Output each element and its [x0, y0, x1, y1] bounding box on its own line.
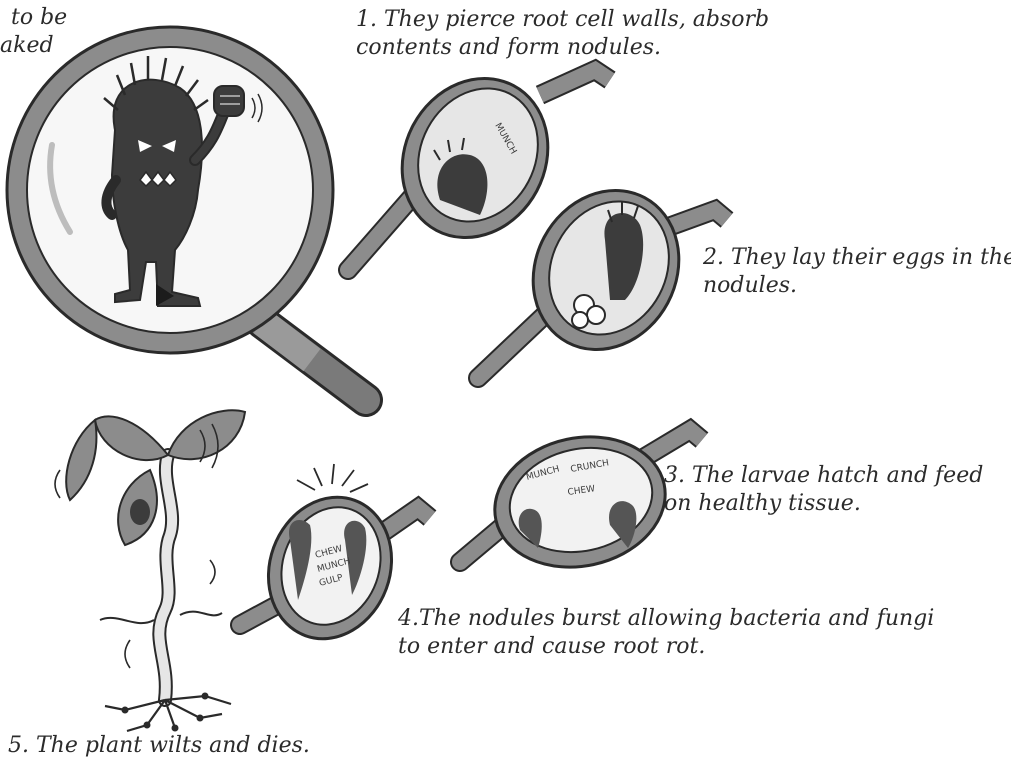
- root-nodule-step-4-icon: CHEW MUNCH GULP: [240, 464, 430, 656]
- wilting-plant-icon: [55, 410, 245, 731]
- root-nodule-step-3-icon: MUNCH CRUNCH CHEW: [460, 422, 702, 583]
